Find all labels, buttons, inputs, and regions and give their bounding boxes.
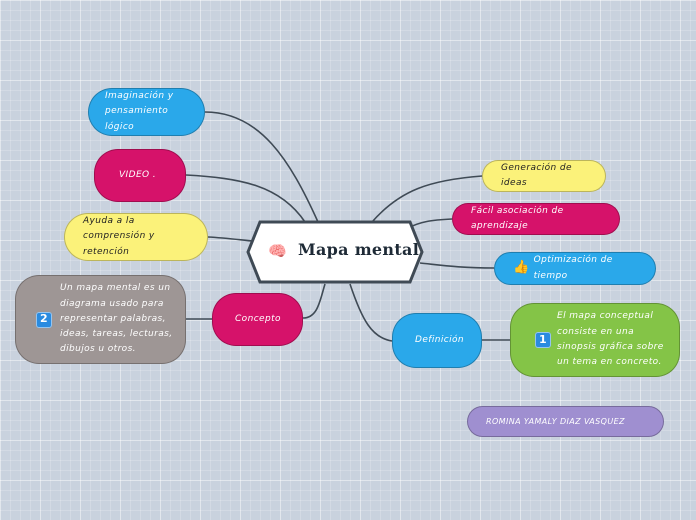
node-ayuda[interactable]: Ayuda a la comprensión y retención bbox=[64, 213, 208, 261]
node-generacion-label: Generación de ideas bbox=[501, 162, 572, 188]
thumbs-up-icon: 👍 bbox=[513, 260, 530, 276]
node-facil-label: Fácil asociación de aprendizaje bbox=[471, 205, 564, 231]
node-autor-label: ROMINA YAMALY DIAZ VASQUEZ bbox=[486, 416, 625, 426]
node-ayuda-label: Ayuda a la comprensión y retención bbox=[83, 216, 155, 257]
link-imaginacion bbox=[204, 111, 319, 223]
node-definicion-desc[interactable]: 1 El mapa conceptual consiste en una sin… bbox=[510, 303, 680, 377]
central-hexagon bbox=[246, 220, 424, 284]
node-imaginacion-label: Imaginación y pensamiento lógico bbox=[105, 91, 174, 132]
node-concepto-desc-label: Un mapa mental es un diagrama usado para… bbox=[60, 283, 173, 355]
node-optimizacion-label: Optimización de tiempo bbox=[533, 255, 613, 281]
node-facil[interactable]: Fácil asociación de aprendizaje bbox=[452, 203, 620, 235]
brain-icon: 🧠 bbox=[268, 242, 287, 260]
node-definicion-desc-label: El mapa conceptual consiste en una sinop… bbox=[557, 311, 664, 368]
link-definicion bbox=[349, 283, 393, 342]
central-title: Mapa mental bbox=[298, 240, 420, 259]
node-definicion-label: Definición bbox=[415, 334, 464, 345]
link-concepto bbox=[302, 283, 326, 319]
node-concepto[interactable]: Concepto bbox=[212, 293, 303, 346]
node-definicion[interactable]: Definición bbox=[392, 313, 482, 368]
node-concepto-label: Concepto bbox=[235, 313, 281, 324]
link-generacion bbox=[371, 175, 483, 223]
link-optimizacion bbox=[419, 262, 495, 269]
node-imaginacion[interactable]: Imaginación y pensamiento lógico bbox=[88, 88, 205, 136]
link-video bbox=[185, 174, 306, 223]
number-1-badge: 1 bbox=[535, 332, 551, 348]
number-2-badge: 2 bbox=[36, 311, 52, 328]
node-video[interactable]: VIDEO . bbox=[94, 149, 186, 202]
node-autor[interactable]: ROMINA YAMALY DIAZ VASQUEZ bbox=[467, 406, 664, 437]
node-video-label: VIDEO . bbox=[119, 169, 157, 180]
central-topic[interactable]: 🧠 Mapa mental bbox=[246, 220, 424, 284]
node-generacion[interactable]: Generación de ideas bbox=[482, 160, 606, 192]
node-optimizacion[interactable]: 👍 Optimización de tiempo bbox=[494, 252, 656, 285]
node-concepto-desc[interactable]: 2 Un mapa mental es un diagrama usado pa… bbox=[15, 275, 186, 364]
